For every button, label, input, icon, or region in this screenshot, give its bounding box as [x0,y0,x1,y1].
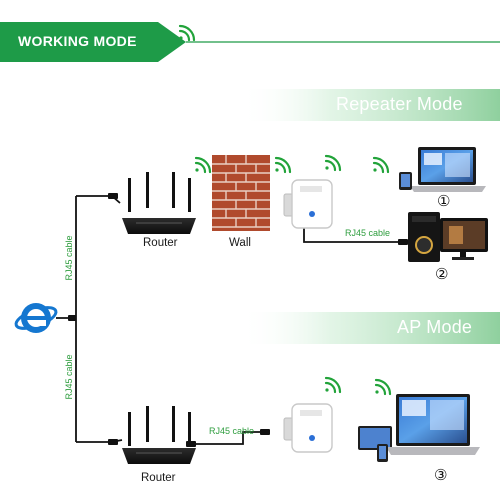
ap-mode-title: AP Mode [397,317,473,337]
header-banner [0,22,500,62]
wifi-icon-header [178,24,196,42]
cable-label-ap-router: RJ45 cable [209,426,255,436]
router-icon-bottom [122,406,196,464]
repeater-mode-band [240,89,500,121]
router-bottom-label: Router [141,472,176,484]
wall-label: Wall [229,237,251,249]
wifi-icon-laptop-top [372,156,390,174]
marker-two: ② [435,265,449,283]
brick-wall-icon [212,155,270,231]
laptop-icon-top [410,147,486,192]
cable-label-repeater-pc: RJ45 cable [345,228,391,238]
cable-label-left-bottom: RJ45 cable [64,354,74,400]
cable-label-left-top: RJ45 cable [64,235,74,281]
laptop-icon-bottom [386,394,480,455]
internet-explorer-icon [14,303,58,333]
wifi-icon-ap [324,376,342,394]
repeater-device-icon-ap [283,403,333,453]
marker-one: ① [437,192,451,210]
wifi-icon-router-top [194,156,212,174]
wifi-icon-laptop-bottom [374,378,392,396]
ap-mode-band [240,312,500,344]
marker-three: ③ [434,466,448,484]
phone-icon-top [399,172,412,190]
router-icon-top [122,172,196,234]
router-top-label: Router [143,237,178,249]
repeater-mode-title: Repeater Mode [336,94,463,114]
repeater-device-icon-top [283,179,333,229]
phone-icon-bottom [377,444,388,462]
desktop-pc-icon [408,212,488,262]
header-title: WORKING MODE [18,33,137,49]
wifi-icon-wall [274,156,292,174]
wifi-icon-repeater [324,154,342,172]
